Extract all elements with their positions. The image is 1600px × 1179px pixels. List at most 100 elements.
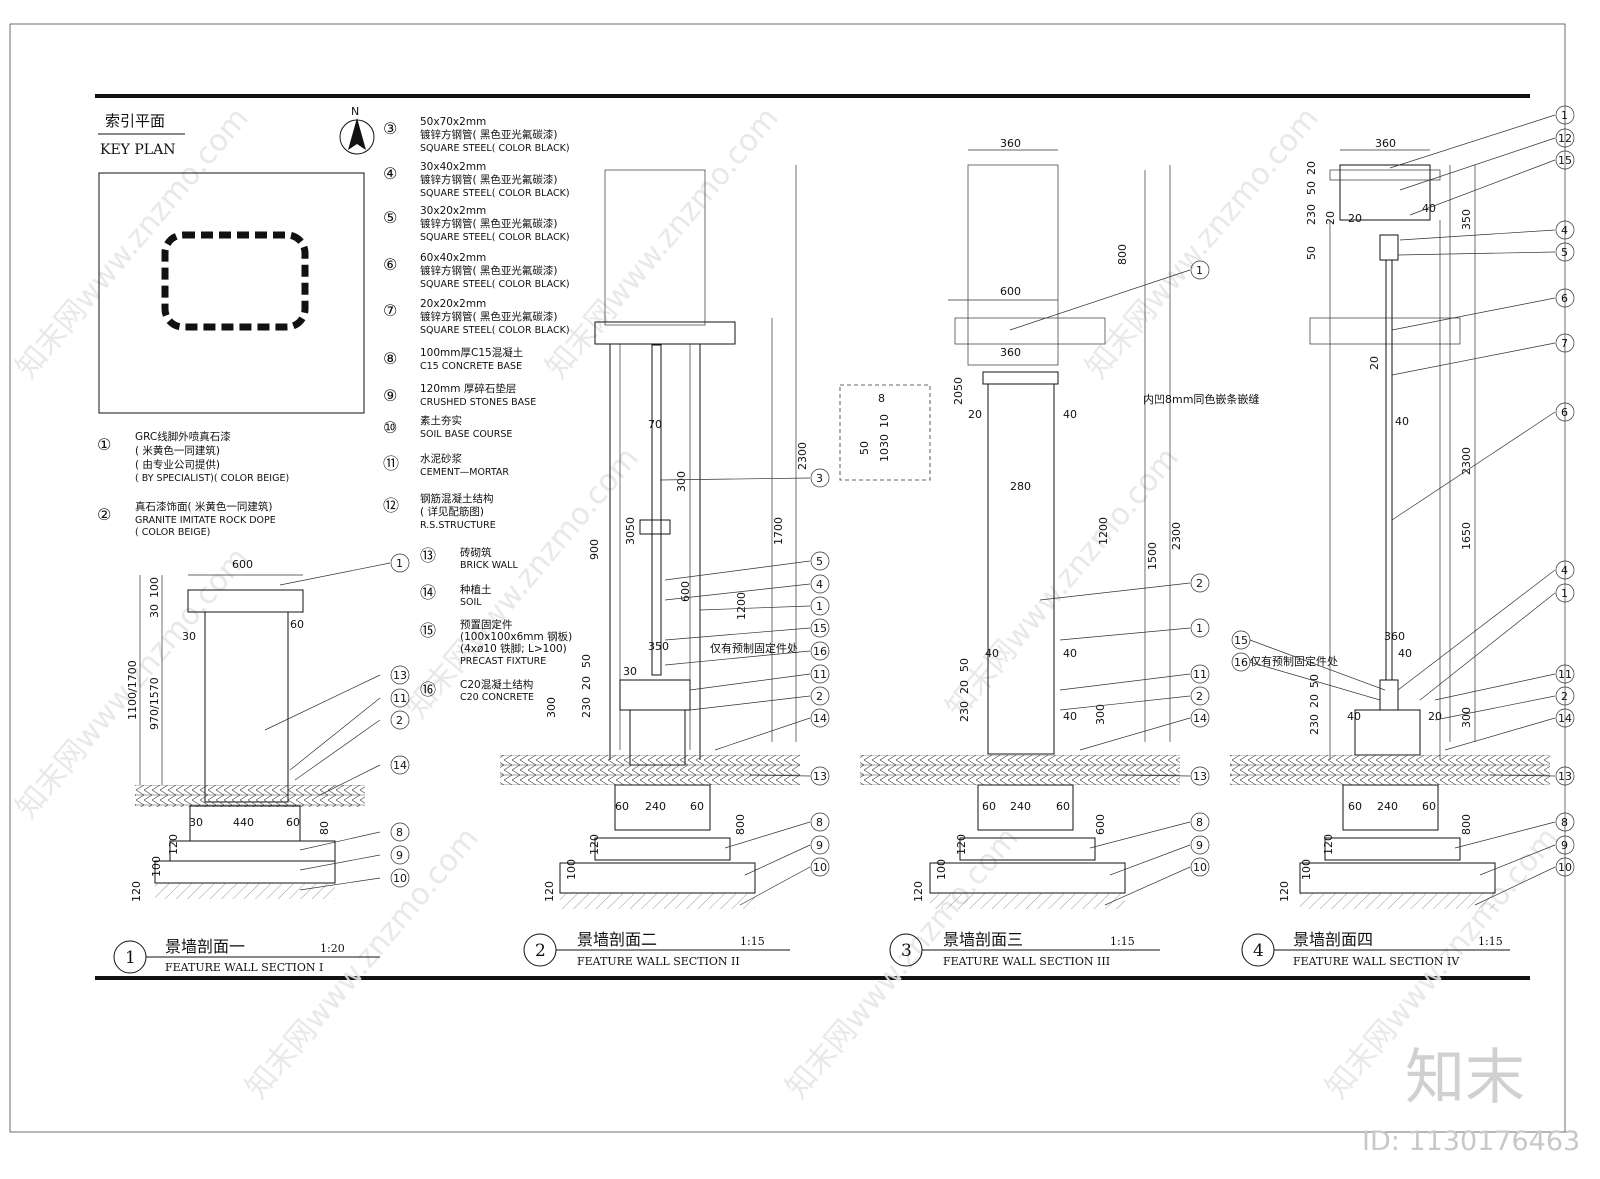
dim-label: 60: [290, 618, 304, 631]
dim-label: 120: [1278, 881, 1291, 902]
legend-number: ⑥: [383, 255, 397, 274]
section-4-scale: 1:15: [1478, 935, 1503, 948]
callout-number: 3: [816, 472, 823, 485]
dim-label: 50: [858, 441, 871, 455]
legend-cn: 镀锌方钢管( 黑色亚光氟碳漆): [420, 264, 558, 277]
legend-en: CRUSHED STONES BASE: [420, 397, 536, 408]
dim-label: 300: [1460, 707, 1473, 728]
dim-label: 20: [580, 676, 593, 690]
callout-number: 10: [1193, 861, 1207, 874]
section-4-number: 4: [1253, 941, 1264, 961]
s3-footing: [977, 784, 1074, 831]
dim-label: 60: [615, 800, 629, 813]
s4-soil: [1300, 893, 1495, 909]
legend-cn: ( 由专业公司提供): [135, 458, 220, 471]
dim-label: 20: [958, 680, 971, 694]
legend-en: SOIL: [460, 597, 482, 608]
dim-label: 60: [1348, 800, 1362, 813]
s1-gravel: [154, 860, 336, 884]
dim-label: 300: [1094, 704, 1107, 725]
s3-wall: [987, 383, 1055, 755]
s2-ground: [500, 755, 800, 785]
callout-number: 7: [1561, 337, 1568, 350]
north-arrow-icon: N: [339, 105, 375, 155]
dim-label: 40: [985, 647, 999, 660]
section-4-title-cn: 景墙剖面四: [1293, 930, 1373, 949]
legend-cn: ( 米黄色一同建筑): [135, 444, 220, 457]
s4-gravel: [1299, 862, 1496, 894]
dim-label: 20: [1348, 212, 1362, 225]
dim-label: 280: [1010, 480, 1031, 493]
legend-number: ⑤: [383, 208, 397, 227]
dim-label: 3050: [624, 517, 637, 545]
section-3-drawing: 360 600 360 800 2050 20 40 8 50 10 30 10…: [839, 137, 1259, 968]
dim-label: 800: [1116, 244, 1129, 265]
s3-cap: [982, 371, 1059, 385]
callout-number: 6: [1561, 406, 1568, 419]
legend-en: BRICK WALL: [460, 560, 518, 571]
s1-callouts: 1 13 11 2 14 8 9 10: [264, 553, 410, 891]
dim-label: 440: [233, 816, 254, 829]
dim-label: 600: [1094, 814, 1107, 835]
callout-number: 11: [393, 692, 407, 705]
dim-label: 120: [1322, 834, 1335, 855]
dim-label: 360: [1375, 137, 1396, 150]
dim-label: 40: [1422, 202, 1436, 215]
dim-label: 230: [1308, 714, 1321, 735]
callout-number: 12: [1558, 132, 1572, 145]
callout-number: 1: [816, 600, 823, 613]
dim-label: 60: [982, 800, 996, 813]
legend-number: ②: [97, 505, 111, 524]
section-4-title-en: FEATURE WALL SECTION IV: [1293, 955, 1460, 968]
legend-en: SQUARE STEEL( COLOR BLACK): [420, 232, 570, 243]
dim-label: 60: [286, 816, 300, 829]
s2-soil: [560, 893, 755, 909]
dim-label: 1700: [772, 517, 785, 545]
legend-en: C15 CONCRETE BASE: [420, 361, 522, 372]
legend-cn: (4xø10 铁脚; L>100): [460, 642, 567, 655]
brand-watermark: 知末 ID: 1130176463: [1362, 1043, 1580, 1157]
legend-cn: 真石漆饰面( 米黄色一同建筑): [135, 500, 273, 513]
section-2-number: 2: [535, 941, 546, 961]
legend-en: SQUARE STEEL( COLOR BLACK): [420, 143, 570, 154]
dim-label: 1500: [1146, 542, 1159, 570]
callout-number: 14: [393, 759, 407, 772]
dim-label: 120: [955, 834, 968, 855]
dim-label: 900: [588, 539, 601, 560]
section-2-title-cn: 景墙剖面二: [577, 930, 657, 949]
dim-label: 120: [167, 834, 180, 855]
dim-label: 10: [878, 414, 891, 428]
callout-number: 8: [816, 816, 823, 829]
legend-en: ( BY SPECIALIST)( COLOR BEIGE): [135, 473, 289, 484]
callout-number: 2: [1196, 577, 1203, 590]
legend-en: PRECAST FIXTURE: [460, 656, 546, 667]
legend-cn: 120mm 厚碎石垫层: [420, 382, 516, 395]
key-plan-frame: [98, 172, 365, 414]
legend-size: 30x20x2mm: [420, 205, 486, 217]
dim-label: 60: [1422, 800, 1436, 813]
callout-number: 9: [1561, 839, 1568, 852]
dim-label: 30: [189, 816, 203, 829]
dim-label: 240: [645, 800, 666, 813]
legend-cn: (100x100x6mm 钢板): [460, 630, 572, 643]
section-1-scale: 1:20: [320, 942, 345, 955]
section-2-title-en: FEATURE WALL SECTION II: [577, 955, 740, 968]
callout-number: 4: [1561, 564, 1568, 577]
dim-label: 100: [148, 577, 161, 598]
s2-steel-post: [651, 344, 662, 676]
callout-number: 1: [1561, 587, 1568, 600]
callout-number: 2: [1561, 690, 1568, 703]
legend-cn: GRC线脚外喷真石漆: [135, 430, 231, 443]
key-plan-title-en: KEY PLAN: [100, 142, 175, 158]
sheet-border: [9, 23, 1566, 1133]
legend-cn: 水泥砂浆: [420, 452, 462, 465]
dim-label: 600: [232, 558, 253, 571]
callout-number: 15: [1558, 154, 1572, 167]
s4-ground: [1230, 755, 1550, 785]
dim-label: 2300: [1170, 522, 1183, 550]
dim-label: 240: [1377, 800, 1398, 813]
dim-label: 20: [1308, 694, 1321, 708]
callout-number: 8: [396, 826, 403, 839]
callout-number: 13: [813, 770, 827, 783]
dim-label: 2300: [1460, 447, 1473, 475]
